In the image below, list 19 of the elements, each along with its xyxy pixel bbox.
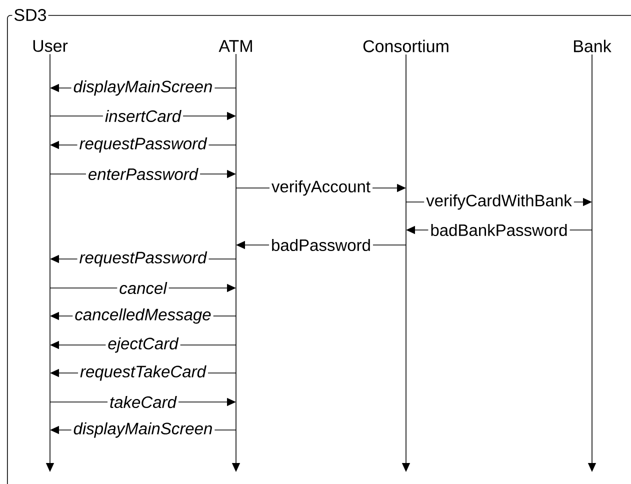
message-label: enterPassword (86, 166, 200, 182)
message-label: takeCard (108, 394, 178, 410)
message-label: requestPassword (77, 135, 209, 155)
node-label: Consortium (363, 40, 448, 52)
message-label: badPassword (269, 236, 373, 254)
message-label: displayMainScreen (71, 420, 215, 440)
message-label: verifyAccount (269, 178, 373, 198)
message-label: requestTakeCard (78, 363, 208, 383)
message-label: cancelledMessage (72, 306, 214, 326)
message-label: cancel (117, 280, 169, 296)
node-label: Bank (574, 40, 612, 52)
message-label: verifyCardWithBank (424, 192, 574, 212)
node-label: User (33, 40, 68, 52)
message-label: insertCard (102, 108, 184, 124)
message-label: badBankPassword (428, 222, 570, 238)
message-label: displayMainScreen (71, 78, 215, 98)
message-label: ejectCard (106, 335, 180, 355)
message-label: requestPassword (77, 249, 209, 269)
node-label: ATM (218, 40, 252, 52)
